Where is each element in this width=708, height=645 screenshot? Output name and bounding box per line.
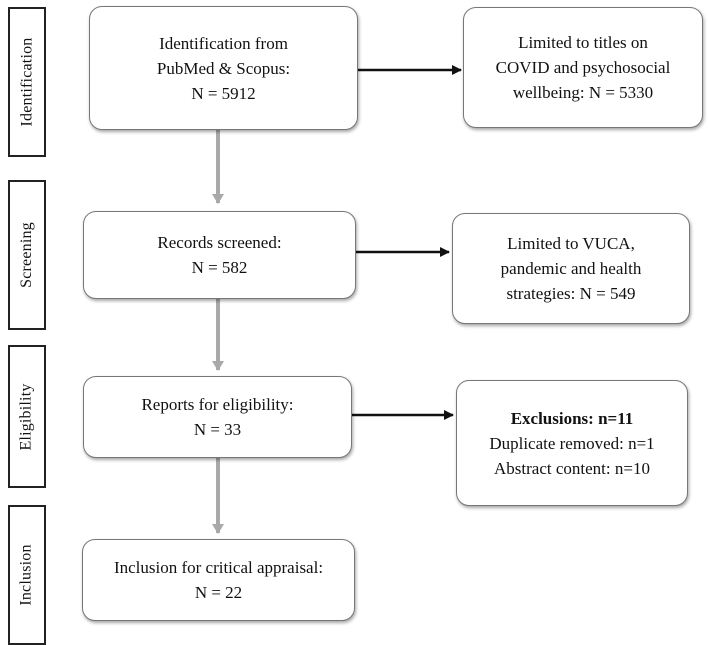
limited-titles-count: wellbeing: N = 5330 bbox=[512, 83, 654, 102]
limited-titles-line-2: COVID and psychosocial bbox=[495, 58, 671, 77]
inclusion-line-1: Inclusion for critical appraisal: bbox=[113, 558, 324, 577]
phase-identification: Identification bbox=[8, 7, 46, 157]
records-screened-box: Records screened: N = 582 bbox=[83, 211, 356, 299]
identification-count: N = 5912 bbox=[191, 83, 256, 103]
limited-vuca-box: Limited to VUCA, pandemic and health str… bbox=[452, 213, 690, 324]
identification-line-2: PubMed & Scopus: bbox=[156, 58, 291, 78]
limited-vuca-count: strategies: N = 549 bbox=[506, 284, 636, 303]
phase-inclusion: Inclusion bbox=[8, 505, 46, 645]
exclusions-title: Exclusions: n=11 bbox=[510, 408, 634, 428]
identification-box: Identification from PubMed & Scopus: N =… bbox=[89, 6, 358, 130]
phase-eligibility: Eligibility bbox=[8, 345, 46, 488]
eligibility-box: Reports for eligibility: N = 33 bbox=[83, 376, 352, 458]
exclusions-duplicates: Duplicate removed: n=1 bbox=[489, 433, 655, 453]
eligibility-line-1: Reports for eligibility: bbox=[141, 395, 294, 414]
inclusion-box: Inclusion for critical appraisal: N = 22 bbox=[82, 539, 355, 621]
exclusions-box: Exclusions: n=11 Duplicate removed: n=1 … bbox=[456, 380, 688, 506]
records-screened-count: N = 582 bbox=[191, 258, 248, 277]
limited-titles-box: Limited to titles on COVID and psychosoc… bbox=[463, 7, 703, 128]
identification-line-1: Identification from bbox=[159, 33, 288, 53]
exclusions-abstract: Abstract content: n=10 bbox=[494, 458, 650, 478]
limited-vuca-line-2: pandemic and health bbox=[500, 259, 642, 278]
limited-vuca-line-1: Limited to VUCA, bbox=[507, 234, 635, 253]
phase-screening: Screening bbox=[8, 180, 46, 330]
records-screened-line-1: Records screened: bbox=[157, 233, 282, 252]
inclusion-count: N = 22 bbox=[194, 583, 243, 602]
eligibility-count: N = 33 bbox=[193, 420, 242, 439]
limited-titles-line-1: Limited to titles on bbox=[518, 33, 648, 52]
